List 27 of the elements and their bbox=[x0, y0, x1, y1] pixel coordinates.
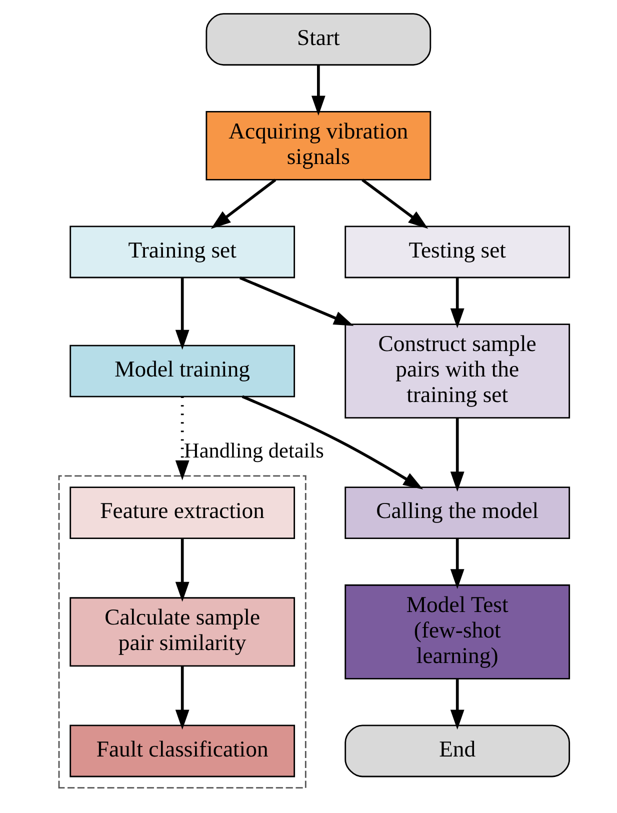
arrow bbox=[362, 178, 428, 229]
node-box: Calling the model bbox=[344, 486, 570, 540]
arrow bbox=[175, 278, 190, 350]
node-box: Acquiring vibration signals bbox=[206, 110, 432, 180]
arrow bbox=[311, 65, 326, 116]
node-box: Training set bbox=[70, 226, 296, 278]
node-box: Start bbox=[206, 13, 432, 66]
node-box: Construct sample pairs with the training set bbox=[344, 324, 570, 419]
node-box: Feature extraction bbox=[70, 486, 296, 540]
node-box: End bbox=[344, 724, 570, 778]
arrow bbox=[450, 418, 464, 492]
node-box: Model Test (few-shot learning) bbox=[344, 584, 570, 680]
node-box: Fault classification bbox=[70, 724, 296, 778]
arrow bbox=[175, 538, 190, 602]
arrow bbox=[450, 538, 464, 590]
arrow bbox=[242, 395, 424, 490]
arrow bbox=[239, 276, 354, 326]
arrow bbox=[450, 278, 464, 328]
arrow bbox=[175, 666, 190, 730]
arrow bbox=[175, 396, 190, 480]
cluster bbox=[58, 475, 306, 789]
node-box: Testing set bbox=[344, 226, 570, 278]
edge-label: Handling details bbox=[184, 438, 324, 463]
arrow bbox=[210, 178, 276, 229]
node-box: Calculate sample pair similarity bbox=[70, 597, 296, 667]
arrow bbox=[450, 679, 464, 730]
node-box: Model training bbox=[70, 344, 296, 398]
